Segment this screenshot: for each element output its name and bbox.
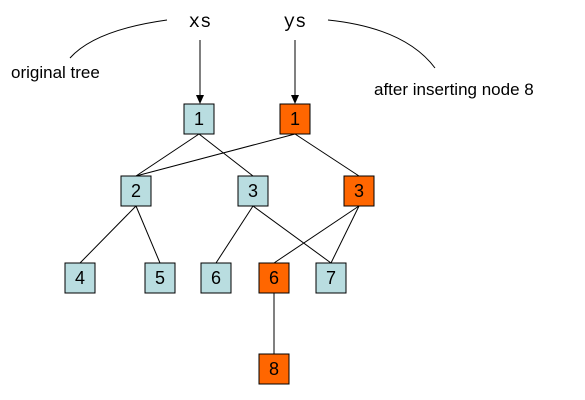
node-label: 1 bbox=[290, 109, 300, 129]
node-box bbox=[183, 103, 215, 135]
edge-o2-o4 bbox=[79, 205, 137, 264]
xs-label: xs bbox=[189, 11, 212, 33]
original-node-5: 5 bbox=[144, 262, 176, 294]
node-label: 4 bbox=[75, 268, 85, 288]
edge-n3-n6 bbox=[273, 205, 360, 264]
ys-pointer-arrow bbox=[291, 40, 299, 104]
original-node-3: 3 bbox=[237, 175, 269, 207]
node-box bbox=[343, 175, 375, 207]
node-box bbox=[120, 175, 152, 207]
new-node-8: 8 bbox=[258, 353, 290, 385]
node-box bbox=[258, 262, 290, 294]
ys-label: ys bbox=[284, 11, 307, 33]
original-tree-caption: original tree bbox=[11, 63, 100, 82]
edge-n3-o7 bbox=[330, 205, 360, 264]
new-node-6: 6 bbox=[258, 262, 290, 294]
node-box bbox=[279, 103, 311, 135]
node-box bbox=[64, 262, 96, 294]
node-label: 6 bbox=[269, 268, 279, 288]
xs-pointer-arrow bbox=[196, 40, 204, 104]
node-label: 3 bbox=[248, 181, 258, 201]
node-box bbox=[258, 353, 290, 385]
node-label: 1 bbox=[194, 109, 204, 129]
node-box bbox=[200, 262, 232, 294]
after-inserting-callout-curve bbox=[327, 19, 436, 69]
tree-nodes: 1 1 2 3 3 4 5 6 6 7 8 bbox=[64, 103, 375, 385]
original-node-2: 2 bbox=[120, 175, 152, 207]
node-label: 6 bbox=[211, 268, 221, 288]
edge-o3-o7 bbox=[252, 205, 332, 264]
node-label: 7 bbox=[326, 268, 336, 288]
new-node-1: 1 bbox=[279, 103, 311, 135]
original-tree-callout-curve bbox=[69, 19, 168, 59]
node-label: 2 bbox=[131, 181, 141, 201]
node-box bbox=[144, 262, 176, 294]
edge-o1-o3 bbox=[198, 133, 254, 177]
node-label: 5 bbox=[155, 268, 165, 288]
edge-o2-o5 bbox=[135, 205, 161, 264]
after-inserting-caption: after inserting node 8 bbox=[374, 80, 534, 99]
node-label: 8 bbox=[269, 359, 279, 379]
original-node-7: 7 bbox=[315, 262, 347, 294]
original-node-6: 6 bbox=[200, 262, 232, 294]
node-label: 3 bbox=[354, 181, 364, 201]
original-node-4: 4 bbox=[64, 262, 96, 294]
node-box bbox=[237, 175, 269, 207]
edge-n1-o2 bbox=[135, 133, 296, 177]
node-box bbox=[315, 262, 347, 294]
edge-o3-o6 bbox=[215, 205, 254, 264]
edge-o1-o2 bbox=[135, 133, 200, 177]
edge-n1-n3 bbox=[294, 133, 360, 177]
original-node-1: 1 bbox=[183, 103, 215, 135]
tree-edges bbox=[79, 133, 360, 354]
new-node-3: 3 bbox=[343, 175, 375, 207]
